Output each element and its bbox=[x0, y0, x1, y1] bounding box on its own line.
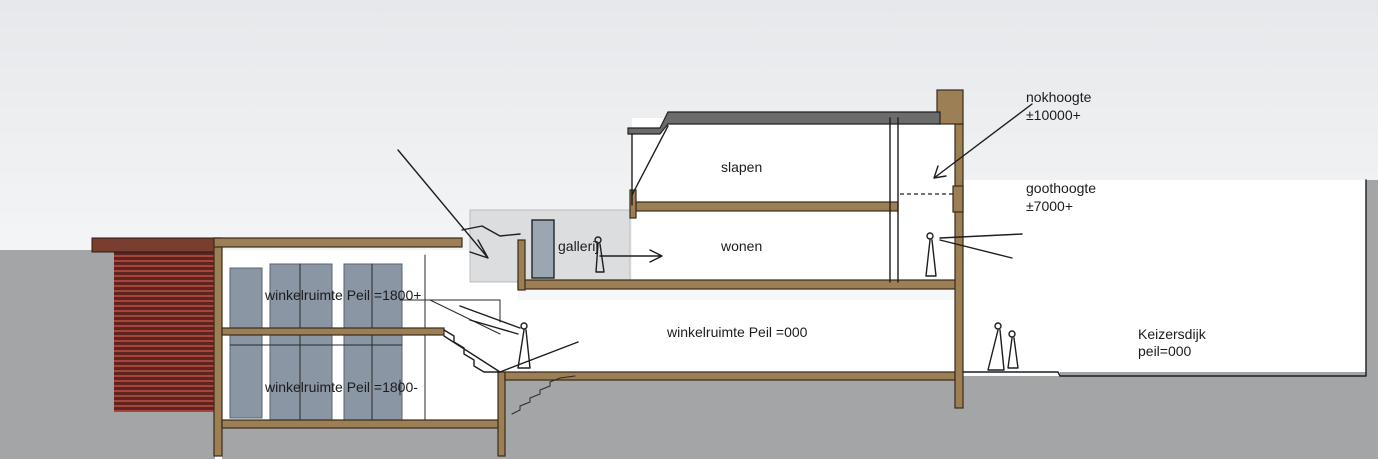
upper-floor-slab bbox=[517, 279, 963, 290]
street-line bbox=[962, 179, 1367, 377]
glass-panel-3 bbox=[343, 263, 403, 421]
glass-panel-2 bbox=[269, 263, 333, 421]
floor-mezzanine bbox=[221, 327, 445, 336]
arrow-light-upper bbox=[397, 149, 489, 259]
gallery-parapet bbox=[517, 239, 526, 291]
lower-stair bbox=[511, 375, 576, 415]
ground-left-strip bbox=[0, 252, 90, 459]
label-winkel-upper: winkelruimte Peil =1800+ bbox=[264, 287, 421, 303]
label-wonen: wonen bbox=[720, 238, 762, 254]
ground-mass bbox=[0, 180, 1378, 459]
floor-lower bbox=[221, 419, 505, 429]
roof bbox=[627, 111, 941, 135]
person-gallery bbox=[594, 236, 605, 273]
label-keizersdijk-peil: peil=000 bbox=[1138, 343, 1192, 359]
label-slapen: slapen bbox=[721, 159, 762, 175]
glass-panel-1 bbox=[229, 267, 263, 419]
gallery-window bbox=[531, 219, 555, 279]
gutter-block bbox=[952, 185, 964, 213]
label-winkel-ground: winkelruimte Peil =000 bbox=[666, 324, 808, 340]
person-street-2 bbox=[1007, 330, 1019, 369]
left-wall bbox=[213, 237, 223, 457]
roof-slope-line bbox=[631, 125, 669, 196]
arrow-gallery bbox=[599, 249, 663, 263]
street-white bbox=[962, 180, 1366, 372]
label-nokhoogte: nokhoogte bbox=[1026, 89, 1092, 105]
roof-slab-shop bbox=[213, 237, 463, 248]
person-street-1 bbox=[987, 322, 1005, 371]
label-goothoogte: goothoogte bbox=[1026, 180, 1096, 196]
building-interior bbox=[222, 250, 955, 372]
label-gallerij: gallerij bbox=[558, 238, 598, 254]
stair bbox=[443, 329, 501, 373]
eye-lines-shop bbox=[459, 305, 521, 335]
label-nokhoogte-value: ±10000+ bbox=[1026, 107, 1081, 123]
label-goothoogte-value: ±7000+ bbox=[1026, 198, 1073, 214]
label-winkel-lower: winkelruimte Peil =1800- bbox=[264, 379, 418, 395]
ground-under bbox=[222, 425, 500, 459]
chimney bbox=[936, 89, 964, 125]
level-dim-upper bbox=[399, 299, 501, 335]
label-keizersdijk: Keizersdijk bbox=[1138, 326, 1207, 342]
arrow-nok bbox=[933, 103, 1033, 179]
sight-line bbox=[499, 341, 579, 373]
shutter-facade bbox=[114, 252, 216, 412]
person-bedroom bbox=[925, 232, 937, 277]
arrow-roof-skylight bbox=[461, 225, 521, 237]
person-shop bbox=[517, 322, 531, 369]
right-facade-wall bbox=[954, 123, 964, 409]
front-post bbox=[629, 189, 637, 219]
eye-line bbox=[939, 233, 1023, 259]
pit-wall bbox=[497, 371, 506, 457]
canopy bbox=[91, 237, 217, 253]
bedroom-floor bbox=[635, 201, 899, 212]
